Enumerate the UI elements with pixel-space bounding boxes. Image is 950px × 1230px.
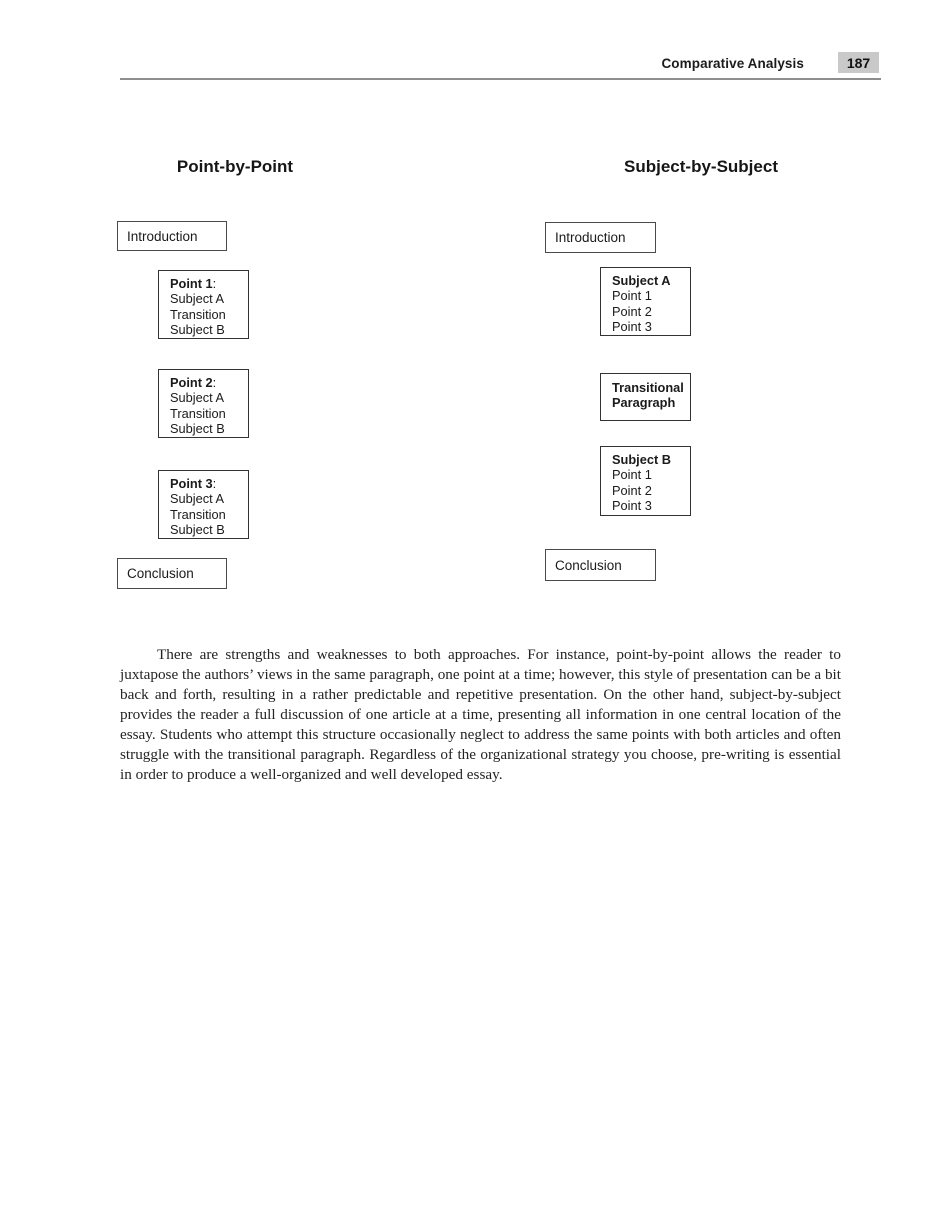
flowbox-line: Point 3 (612, 318, 652, 334)
flowbox-right-conclusion: Conclusion (545, 549, 656, 581)
flowbox-heading-bold: Subject B (612, 452, 672, 467)
flowbox-line: Point 2 (612, 482, 652, 498)
flowbox-line: Point 1 (612, 467, 652, 483)
flowbox-line: Subject A (170, 291, 225, 307)
page-number-badge: 187 (838, 52, 879, 73)
header-rule (120, 78, 881, 80)
flowbox-right-subject-b: Subject B Point 1 Point 2 Point 3 (600, 446, 691, 516)
flowbox-line: Subject B (170, 420, 225, 436)
flowbox-heading: Point 3: (170, 476, 246, 491)
flowbox-label: Introduction (127, 228, 198, 244)
flowbox-heading-suffix: : (212, 375, 217, 390)
right-column-title: Subject-by-Subject (624, 157, 778, 176)
flowbox-label: Introduction (555, 230, 626, 245)
flowbox-line: Subject A (170, 390, 225, 406)
flowbox-left-point-1: Point 1: Subject A Transition Subject B (158, 270, 249, 339)
flowbox-line: Subject B (170, 521, 225, 537)
flowbox-heading: Point 1: (170, 276, 246, 291)
flowbox-heading-bold: Point 3 (170, 476, 213, 491)
page-number: 187 (846, 54, 871, 71)
flowbox-left-point-2: Point 2: Subject A Transition Subject B (158, 369, 249, 438)
flowbox-line: Point 3 (612, 497, 652, 513)
flowbox-line: Transition (170, 306, 226, 322)
flowbox-label: Conclusion (127, 566, 194, 581)
flowbox-heading: Transitional Paragraph (612, 380, 688, 411)
flowbox-line: Subject A (170, 491, 225, 507)
flowbox-heading: Subject B (612, 452, 688, 467)
flowbox-line: Subject B (170, 321, 225, 337)
flowbox-line: Transition (170, 405, 226, 421)
flowbox-heading: Point 2: (170, 375, 246, 390)
flowbox-left-point-3: Point 3: Subject A Transition Subject B (158, 470, 249, 539)
flowbox-heading: Subject A (612, 273, 688, 288)
body-paragraph: There are strengths and weaknesses to bo… (120, 646, 841, 783)
flowbox-heading-bold: Subject A (612, 273, 671, 288)
flowbox-left-conclusion: Conclusion (117, 558, 227, 589)
flowbox-right-introduction: Introduction (545, 222, 656, 253)
running-header-title: Comparative Analysis (661, 56, 804, 71)
flowbox-heading-bold: Transitional Paragraph (612, 380, 684, 411)
flowbox-line: Point 1 (612, 288, 652, 304)
flowbox-heading-bold: Point 2 (170, 375, 213, 390)
flowbox-heading-suffix: : (212, 276, 217, 291)
flowbox-heading-suffix: : (212, 476, 217, 491)
left-column-title: Point-by-Point (176, 157, 294, 176)
flowbox-line: Point 2 (612, 303, 652, 319)
flowbox-right-subject-a: Subject A Point 1 Point 2 Point 3 (600, 267, 691, 336)
flowbox-left-introduction: Introduction (117, 221, 227, 251)
flowbox-line: Transition (170, 506, 226, 522)
flowbox-right-transitional-paragraph: Transitional Paragraph (600, 373, 691, 421)
flowbox-label: Conclusion (555, 557, 622, 573)
flowbox-heading-bold: Point 1 (170, 276, 213, 291)
